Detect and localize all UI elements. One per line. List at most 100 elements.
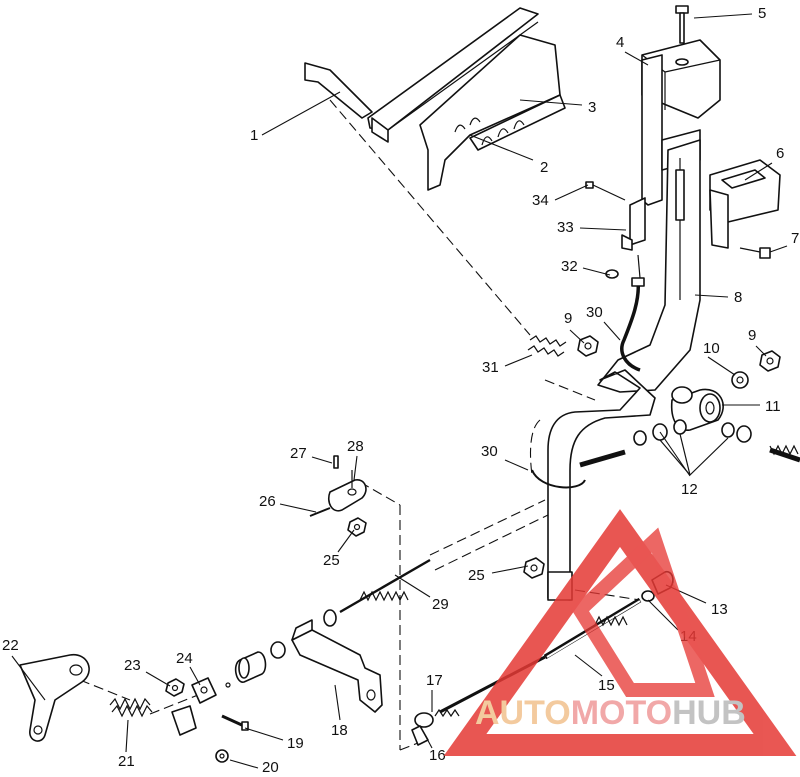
- callout-c9b: 9: [748, 327, 756, 344]
- callout-c25a: 25: [323, 552, 340, 569]
- callout-c8: 8: [734, 289, 742, 306]
- callout-c33: 33: [557, 219, 574, 236]
- screw-34: [585, 181, 626, 201]
- leader-line-c29: [394, 574, 431, 598]
- leader-line-c28: [353, 455, 358, 481]
- leader-line-c25b: [491, 565, 529, 574]
- watermark-inner-mountain-icon: [571, 527, 715, 697]
- bushing-11: [670, 386, 724, 431]
- leader-line-c1: [261, 91, 341, 136]
- leader-line-c30b: [504, 459, 529, 471]
- watermark-segment-hub: HUB: [672, 694, 746, 732]
- leader-line-c24: [189, 666, 201, 686]
- callout-c18: 18: [331, 722, 348, 739]
- callout-c26: 26: [259, 493, 276, 510]
- callout-c22: 22: [2, 637, 19, 654]
- leader-line-c2: [469, 134, 534, 161]
- leader-lines: [11, 13, 788, 769]
- callout-c20: 20: [262, 759, 279, 776]
- callout-c12: 12: [681, 481, 698, 498]
- leader-line-c6: [744, 162, 773, 181]
- leader-line-c10: [707, 356, 736, 376]
- frame-rail-assembly: [304, 7, 566, 191]
- callout-c4: 4: [616, 34, 624, 51]
- callout-c29: 29: [432, 596, 449, 613]
- callout-c9a: 9: [564, 310, 572, 327]
- leader-line-c19: [244, 727, 284, 741]
- leader-line-c20: [229, 759, 259, 769]
- washer-10: [731, 371, 749, 389]
- bushing-20: [215, 749, 229, 763]
- leader-line-c8: [694, 294, 729, 298]
- leader-line-c30a: [603, 321, 621, 341]
- cable-tie-30: [531, 469, 586, 489]
- leader-line-c12: [659, 431, 691, 477]
- callout-c23: 23: [124, 657, 141, 674]
- leader-line-c14: [647, 599, 679, 631]
- callout-c5: 5: [758, 5, 766, 22]
- spring-31: [527, 335, 567, 357]
- clip-24: [171, 677, 231, 736]
- callout-c30a: 30: [586, 304, 603, 321]
- watermark-segment-auto: AUTO: [475, 694, 571, 732]
- clip-33: [621, 197, 646, 251]
- leader-line-c33: [579, 227, 627, 231]
- callout-c30b: 30: [481, 443, 498, 460]
- callout-c34: 34: [532, 192, 549, 209]
- cable-end-fittings: [234, 609, 337, 683]
- leader-line-c25a: [337, 529, 355, 553]
- callout-c6: 6: [776, 145, 784, 162]
- callout-c24: 24: [176, 650, 193, 667]
- handle-bar: [597, 139, 701, 393]
- nut-25-left: [347, 517, 367, 537]
- watermark-segment-moto: MOTO: [571, 694, 672, 732]
- leader-line-c21: [125, 719, 129, 753]
- callout-c25b: 25: [468, 567, 485, 584]
- callout-c28: 28: [347, 438, 364, 455]
- nut-25-right: [523, 557, 545, 579]
- lever-28: [309, 455, 367, 517]
- leader-line-c9a: [569, 329, 585, 344]
- receiver: [709, 159, 781, 249]
- washers-12: [633, 419, 752, 476]
- leader-line-c18: [334, 684, 341, 721]
- callout-c27: 27: [290, 445, 307, 462]
- callout-c17: 17: [426, 672, 443, 689]
- callout-c32: 32: [561, 258, 578, 275]
- callout-c31: 31: [482, 359, 499, 376]
- nut-9-right: [759, 350, 781, 372]
- leader-line-c5: [693, 13, 753, 19]
- callout-c16: 16: [429, 747, 446, 764]
- watermark-text: AUTOMOTOHUB: [475, 694, 746, 732]
- callout-c19: 19: [287, 735, 304, 752]
- leader-line-c31: [504, 354, 533, 367]
- callout-c1: 1: [250, 127, 258, 144]
- leader-line-c4: [624, 51, 649, 66]
- callout-c11: 11: [765, 398, 781, 415]
- leader-line-c26: [279, 503, 317, 513]
- callout-c21: 21: [118, 753, 135, 770]
- leader-line-c22: [11, 655, 46, 701]
- watermark-triangle-icon: [443, 509, 797, 756]
- spring-21: [109, 697, 153, 718]
- leader-line-c7: [769, 245, 788, 253]
- bolt-7: [739, 247, 771, 259]
- nut-9-left: [577, 335, 599, 357]
- leader-line-c27: [311, 456, 333, 464]
- bolt-5: [675, 5, 689, 44]
- nut-23: [165, 678, 185, 697]
- callout-c10: 10: [703, 340, 720, 357]
- screw-19: [221, 714, 249, 731]
- assembly-lines: [79, 99, 641, 751]
- leader-line-c3: [519, 99, 583, 106]
- pivot-bolt: [579, 444, 800, 468]
- arm-22: [19, 654, 90, 742]
- cable-30-upper: [620, 254, 645, 372]
- leader-line-c9b: [755, 345, 767, 357]
- callout-c7: 7: [791, 230, 799, 247]
- watermark-logo: AUTOMOTOHUB: [443, 509, 797, 756]
- leader-line-c34: [554, 184, 589, 201]
- leader-line-c15: [574, 654, 603, 677]
